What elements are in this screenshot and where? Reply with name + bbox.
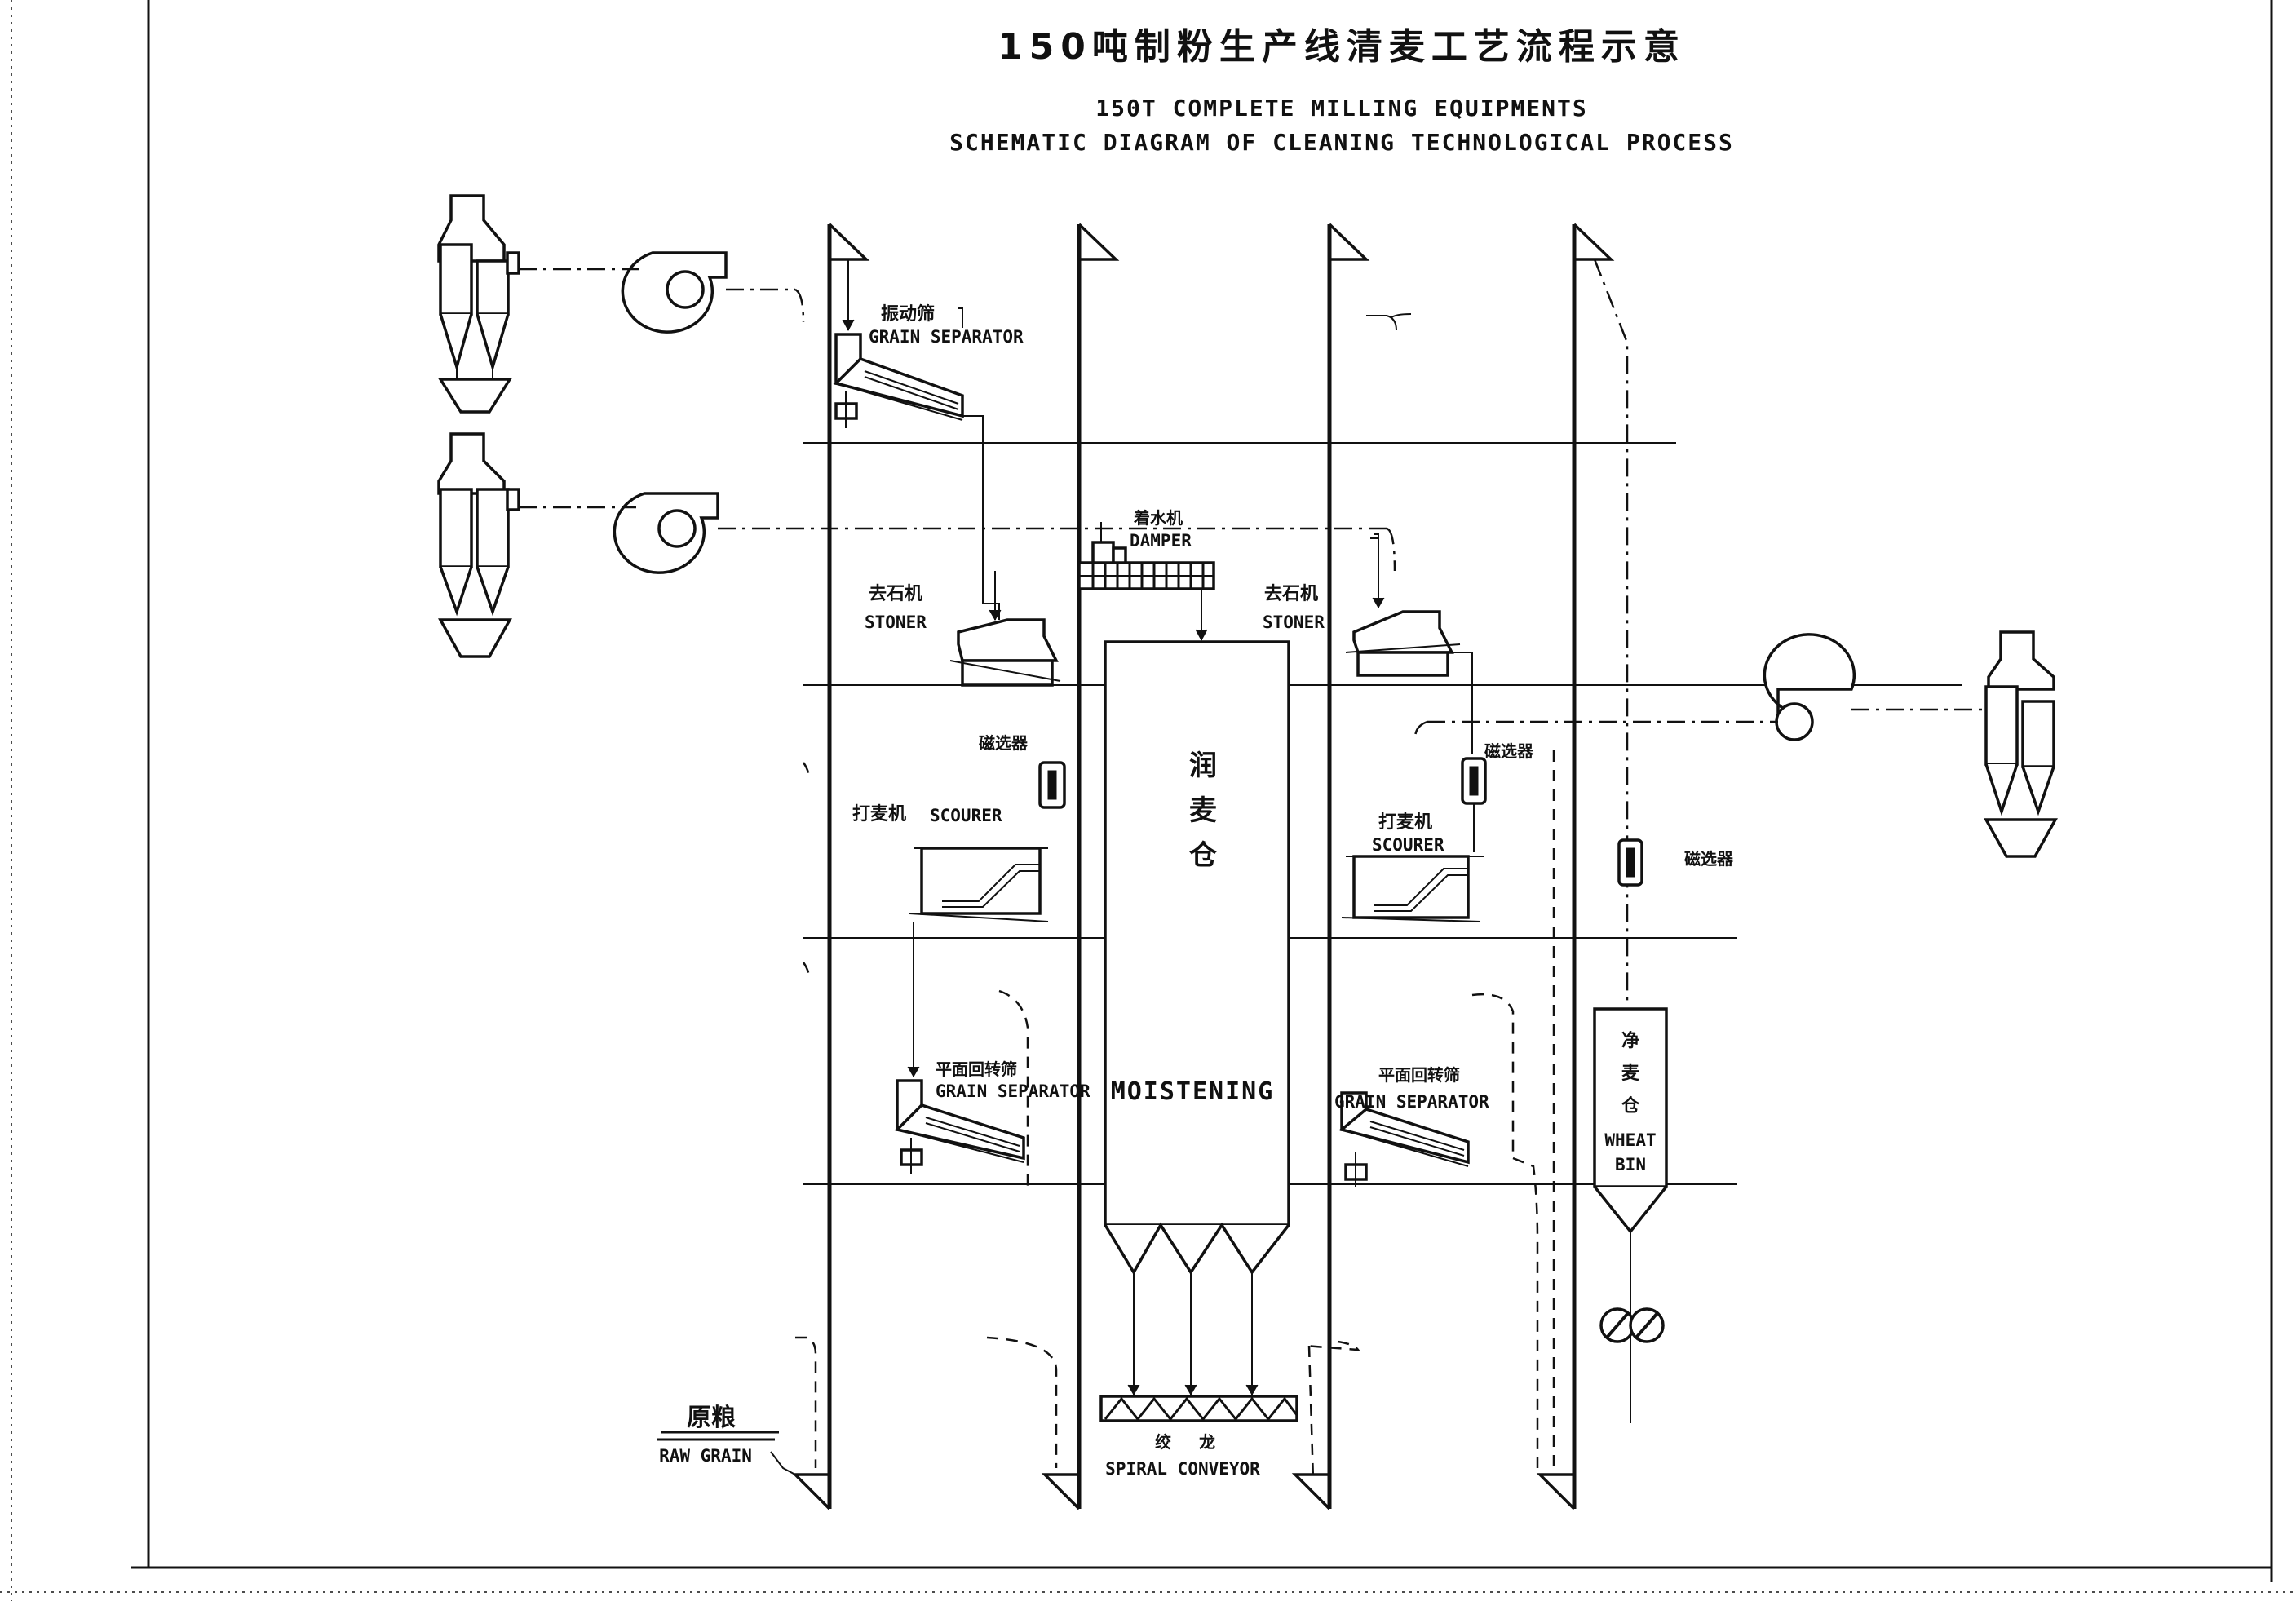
- fan-1: [621, 251, 728, 334]
- elevator-2: [1041, 223, 1120, 1510]
- stoner-1-en: STONER: [865, 613, 927, 632]
- magnet-2-cn: 磁选器: [1484, 741, 1534, 761]
- scourer-1-cn: 打麦机: [852, 803, 906, 825]
- spiral-conveyor: 绞龙 SPIRAL CONVEYOR: [1099, 1395, 1298, 1479]
- title-en-line2: SCHEMATIC DIAGRAM OF CLEANING TECHNOLOGI…: [949, 129, 1734, 156]
- magnet-3-cn: 磁选器: [1684, 849, 1734, 869]
- scourer-1: 打麦机 SCOURER: [852, 803, 1049, 922]
- flow-meter-icon: [1599, 1307, 1665, 1343]
- fan-3: [1763, 633, 1856, 741]
- grain-separator-3-cn: 平面回转筛: [1378, 1065, 1460, 1085]
- raw-grain-cn: 原粮: [687, 1404, 736, 1432]
- wheat-bin-cn-1: 净: [1621, 1030, 1639, 1051]
- wheat-bin-cn-2: 麦: [1621, 1063, 1640, 1084]
- title-cn: 150吨制粉生产线清麦工艺流程示意: [998, 26, 1686, 68]
- moistening-bin-en: MOISTENING: [1111, 1077, 1275, 1106]
- arrow-sep2: [907, 1066, 920, 1077]
- stoner-2-en: STONER: [1263, 613, 1325, 632]
- spiral-conveyor-cn: 绞龙: [1155, 1432, 1243, 1452]
- cyclone-filter-1: [437, 194, 520, 414]
- arrow-stoner2: [1372, 597, 1385, 608]
- scourer-1-en: SCOURER: [930, 806, 1002, 825]
- stoner-2-cn: 去石机: [1264, 584, 1318, 604]
- magnet-3: 磁选器: [1617, 838, 1734, 887]
- grain-separator-1-en: GRAIN SEPARATOR: [869, 327, 1024, 347]
- moistening-bin-cn-3: 仓: [1189, 839, 1218, 872]
- wheat-bin-en-1: WHEAT: [1604, 1130, 1656, 1150]
- fan-2: [613, 492, 719, 574]
- grain-separator-3: 平面回转筛 GRAIN SEPARATOR: [1334, 1065, 1489, 1187]
- grain-separator-2: 平面回转筛 GRAIN SEPARATOR: [894, 1059, 1090, 1174]
- title-en-line1: 150T COMPLETE MILLING EQUIPMENTS: [1095, 95, 1587, 122]
- scourer-2: 打麦机 SCOURER: [1341, 812, 1484, 922]
- moistening-bin-cn-1: 润: [1189, 750, 1217, 782]
- grain-separator-1: 振动筛 GRAIN SEPARATOR: [833, 259, 1024, 428]
- spiral-conveyor-en: SPIRAL CONVEYOR: [1105, 1459, 1260, 1479]
- moistening-bin-cn-2: 麦: [1189, 794, 1217, 827]
- magnet-2: 磁选器: [1461, 741, 1534, 852]
- damper-cn: 着水机: [1133, 508, 1183, 528]
- damper: 着水机 DAMPER: [1077, 508, 1215, 642]
- stoner-1-cn: 去石机: [869, 584, 922, 604]
- raw-grain-input: 原粮 RAW GRAIN: [657, 1404, 796, 1475]
- stoner-1: 去石机 STONER: [865, 571, 1061, 687]
- flow-top-to-stoner2: [1370, 537, 1379, 608]
- wheat-bin: 净 麦 仓 WHEAT BIN: [1593, 1007, 1668, 1423]
- dashed-flow-lines: [795, 313, 1555, 1481]
- grain-separator-1-cn: 振动筛: [881, 303, 935, 325]
- elevator-3: [1291, 223, 1370, 1510]
- scourer-2-en: SCOURER: [1372, 835, 1444, 855]
- title-block: 150吨制粉生产线清麦工艺流程示意 150T COMPLETE MILLING …: [949, 26, 1734, 156]
- raw-grain-en: RAW GRAIN: [659, 1446, 752, 1466]
- magnet-1-cn: 磁选器: [979, 733, 1029, 753]
- magnet-1: 磁选器: [979, 733, 1066, 809]
- elevator-4: [1536, 223, 1615, 1510]
- grain-separator-2-en: GRAIN SEPARATOR: [936, 1081, 1090, 1101]
- scourer-2-cn: 打麦机: [1378, 812, 1432, 833]
- air-ducts: [519, 259, 1986, 1003]
- cyclone-filter-2: [437, 432, 520, 658]
- flow-sep1-to-stoner1: [962, 415, 1000, 620]
- wheat-bin-cn-3: 仓: [1621, 1095, 1640, 1117]
- damper-en: DAMPER: [1130, 531, 1192, 551]
- wheat-bin-en-2: BIN: [1615, 1155, 1646, 1174]
- cyclone-filter-3: [1984, 630, 2058, 858]
- grain-separator-2-cn: 平面回转筛: [936, 1059, 1017, 1079]
- stoner-2: 去石机 STONER: [1263, 533, 1473, 754]
- grain-separator-3-en: GRAIN SEPARATOR: [1334, 1092, 1489, 1112]
- moistening-bin: 润 麦 仓 MOISTENING: [1104, 640, 1290, 1395]
- damper-paddles: [1079, 563, 1214, 589]
